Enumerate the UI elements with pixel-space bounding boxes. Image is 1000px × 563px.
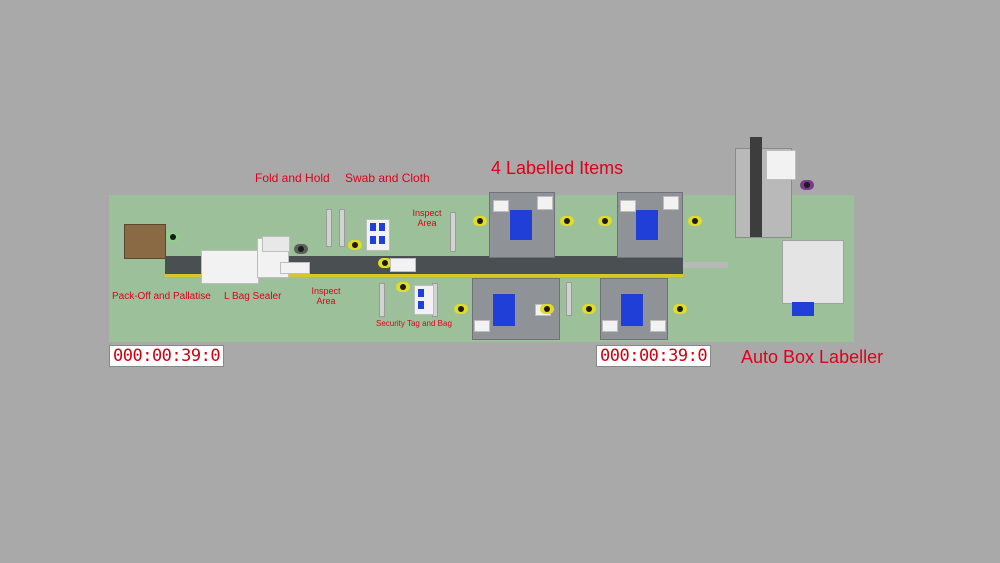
packoff-worker [166,232,180,242]
label-printer [650,320,666,332]
blue-tray-group [636,210,658,240]
inspect-worker [378,258,392,268]
fold-table [262,236,290,252]
labeller-worker [688,216,702,226]
security-worker [396,282,410,292]
label-inspect-area-bottom: Inspect Area [311,286,341,306]
blue-tray-group [621,294,643,326]
blue-bin [379,223,385,231]
blue-tray-group [493,294,515,326]
conveyor-extension [683,262,728,268]
blue-bin [370,223,376,231]
security-table [414,285,434,315]
timer-left: 000:00:39:0 [109,345,225,367]
box-labeller-output [792,302,814,316]
auto-box-labeller-machine [782,240,844,304]
fold-worker [294,244,308,254]
label-printer [493,200,509,212]
labeller-worker [540,304,554,314]
timer-right: 000:00:39:0 [596,345,712,367]
labeller-worker [560,216,574,226]
labeller-worker [598,216,612,226]
label-fold-and-hold: Fold and Hold [255,171,330,185]
blue-bin [379,236,385,244]
label-divider [450,212,456,252]
box-stack [766,150,796,180]
label-divider [566,282,572,316]
blue-bin [418,301,424,309]
conveyor-tray [280,262,310,274]
label-printer [602,320,618,332]
security-divider-1 [379,283,385,317]
box-labeller-column [750,137,762,237]
labeller-worker [473,216,487,226]
label-printer [474,320,490,332]
swab-table [366,219,390,251]
label-auto-box-labeller: Auto Box Labeller [741,347,884,367]
label-l-bag-sealer: L Bag Sealer [224,291,282,302]
blue-bin [418,289,424,297]
l-bag-sealer-machine [201,250,259,284]
label-inspect-area-top: Inspect Area [412,208,442,228]
label-printer [620,200,636,212]
label-printer [537,196,553,210]
labeller-worker [582,304,596,314]
label-security-tag: Security Tag and Bag [376,319,452,328]
label-printer [663,196,679,210]
blue-bin [370,236,376,244]
box-labeller-worker [800,180,814,190]
pallet [124,224,166,259]
label-swab-and-cloth: Swab and Cloth [345,171,430,185]
label-labelled-items: 4 Labelled Items [491,158,624,178]
labeller-worker [454,304,468,314]
label-pack-off: Pack-Off and Pallatise [112,291,211,302]
swab-divider-2 [339,209,345,247]
inspect-table [390,258,416,272]
swab-worker [348,240,362,250]
labeller-worker [673,304,687,314]
swab-divider-1 [326,209,332,247]
blue-tray-group [510,210,532,240]
